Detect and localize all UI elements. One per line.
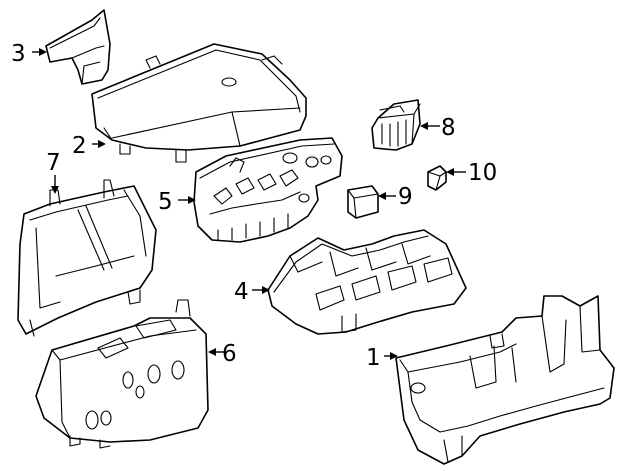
part-8-connector: [371, 99, 421, 151]
callout-1: 1: [366, 345, 381, 371]
callout-3: 3: [11, 41, 26, 67]
arrowhead-8: [420, 122, 428, 130]
arrowhead-2: [98, 140, 106, 148]
callout-7: 7: [46, 150, 61, 176]
callout-6: 6: [222, 341, 237, 367]
arrowhead-4: [262, 286, 270, 294]
callout-labels: 3 2 7 5 8 9 10 4 6 1: [11, 41, 497, 371]
callout-9: 9: [398, 184, 413, 210]
arrowhead-10: [446, 168, 454, 176]
part-9-relay: [347, 185, 379, 219]
arrowhead-7: [51, 186, 59, 194]
part-4-tray: [267, 229, 467, 335]
arrowhead-5: [188, 196, 196, 204]
part-1-housing: [395, 295, 615, 465]
part-5-carrier: [193, 137, 343, 243]
part-6-box: [35, 299, 209, 449]
callout-10: 10: [468, 160, 497, 186]
part-10-fuse: [427, 165, 447, 191]
callout-8: 8: [441, 115, 456, 141]
arrowhead-6: [208, 348, 216, 356]
part-7-bracket: [17, 179, 157, 337]
arrowhead-3: [39, 48, 47, 56]
arrowhead-9: [378, 192, 386, 200]
callout-2: 2: [72, 133, 87, 159]
leader-lines: [32, 48, 466, 360]
part-2-cover: [91, 43, 307, 163]
arrowhead-1: [390, 352, 398, 360]
callout-5: 5: [158, 189, 173, 215]
part-3-bracket: [45, 9, 111, 85]
callout-4: 4: [234, 279, 249, 305]
